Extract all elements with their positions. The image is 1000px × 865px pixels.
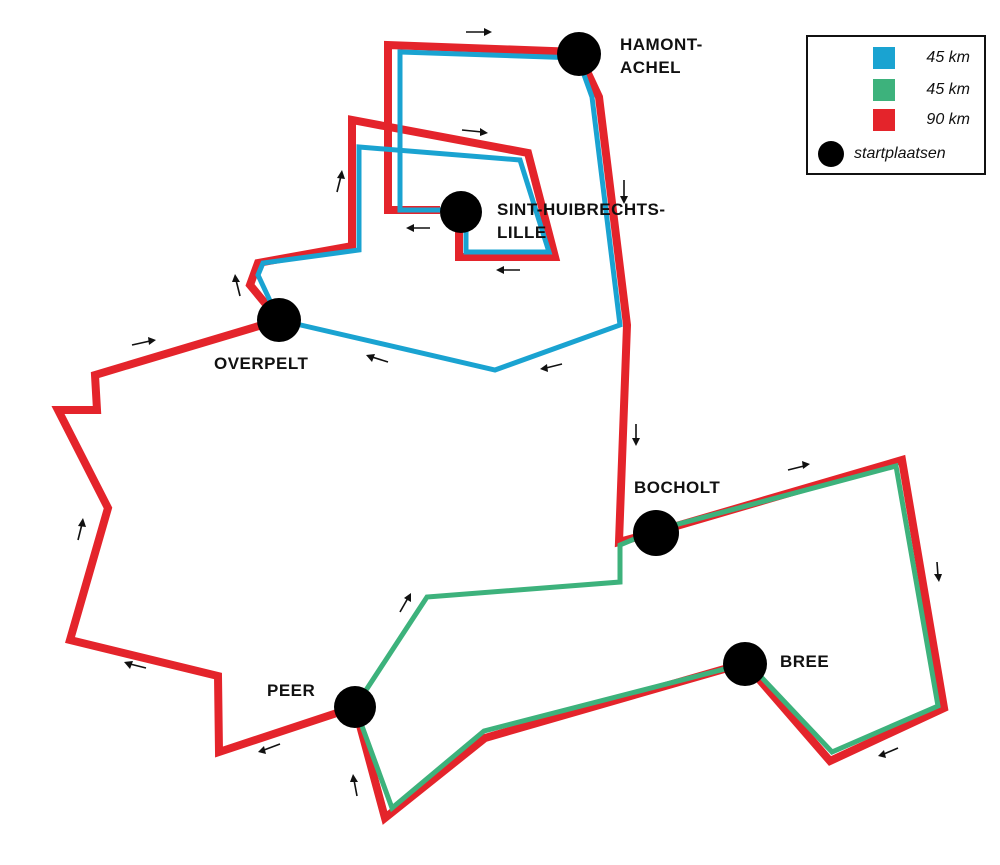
- arrow-right-icon: [466, 28, 492, 36]
- legend-swatch-red: [873, 109, 895, 131]
- arrow-right-icon: [461, 128, 488, 136]
- arrow-down-icon: [632, 424, 640, 446]
- route-blue-loop: [255, 49, 623, 373]
- arrow-left-icon: [878, 747, 899, 758]
- arrow-up-icon: [336, 170, 345, 193]
- route-blue-45km: [255, 49, 623, 373]
- legend-label-green: 45 km: [926, 81, 970, 98]
- label-peer: PEER: [267, 681, 315, 700]
- arrow-left-icon: [258, 743, 281, 754]
- arrow-up-icon: [77, 518, 86, 541]
- label-sint-huibrechts-lille-line1: SINT-HUIBRECHTS-: [497, 200, 666, 219]
- label-overpelt: OVERPELT: [214, 354, 308, 373]
- label-bree: BREE: [780, 652, 829, 671]
- route-red-90km: [51, 40, 949, 825]
- arrow-left-icon: [366, 354, 389, 363]
- marker-bree[interactable]: [723, 642, 767, 686]
- legend-item-red: 90 km: [808, 109, 984, 131]
- arrow-left-icon: [496, 266, 520, 274]
- legend: 45 km 45 km 90 km startplaatsen: [806, 35, 986, 175]
- marker-bocholt[interactable]: [633, 510, 679, 556]
- legend-item-start: startplaatsen: [808, 141, 984, 167]
- legend-swatch-blue: [873, 47, 895, 69]
- arrow-up-icon: [350, 774, 358, 797]
- arrow-up-icon: [232, 274, 241, 297]
- direction-arrows: [77, 28, 942, 797]
- legend-swatch-green: [873, 79, 895, 101]
- city-labels: HAMONT- ACHEL SINT-HUIBRECHTS- LILLE OVE…: [214, 35, 829, 700]
- arrow-up-icon: [399, 593, 411, 613]
- route-red-southeast-loop: [351, 454, 949, 825]
- marker-sint-huibrechts-lille[interactable]: [440, 191, 482, 233]
- legend-item-green: 45 km: [808, 79, 984, 101]
- arrow-left-icon: [124, 661, 147, 669]
- arrow-left-icon: [406, 224, 430, 232]
- marker-overpelt[interactable]: [257, 298, 301, 342]
- label-sint-huibrechts-lille-line2: LILLE: [497, 223, 547, 242]
- label-hamont-achel-line2: ACHEL: [620, 58, 681, 77]
- route-green-loop: [352, 462, 941, 813]
- legend-label-red: 90 km: [926, 111, 970, 128]
- arrow-down-icon: [620, 180, 628, 204]
- marker-hamont-achel[interactable]: [557, 32, 601, 76]
- legend-start-dot-icon: [818, 141, 844, 167]
- arrow-right-icon: [131, 337, 156, 346]
- marker-peer[interactable]: [334, 686, 376, 728]
- label-hamont-achel-line1: HAMONT-: [620, 35, 703, 54]
- arrow-right-icon: [787, 461, 810, 471]
- route-red-west-loop: [51, 316, 357, 758]
- arrow-left-icon: [540, 363, 563, 372]
- legend-label-start: startplaatsen: [854, 145, 946, 162]
- legend-label-blue: 45 km: [926, 49, 970, 66]
- start-markers: [257, 32, 767, 728]
- arrow-down-icon: [934, 561, 942, 582]
- label-bocholt: BOCHOLT: [634, 478, 720, 497]
- legend-item-blue: 45 km: [808, 47, 984, 69]
- route-green-45km: [352, 462, 941, 813]
